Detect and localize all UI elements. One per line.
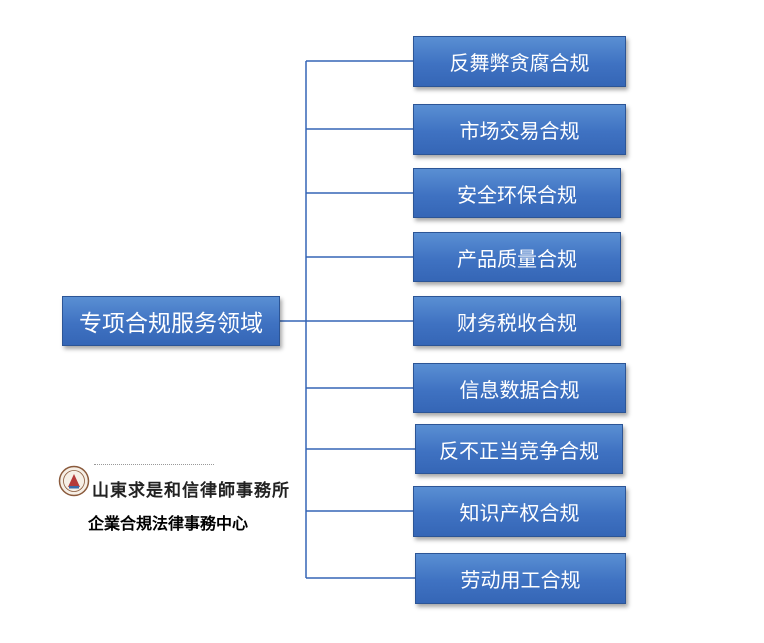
branch-information-data: 信息数据合规 — [413, 363, 626, 413]
emblem-icon — [58, 465, 90, 497]
branch-anti-unfair-competition: 反不正当竞争合规 — [415, 424, 623, 474]
root-node: 专项合规服务领域 — [62, 296, 280, 346]
branch-anti-fraud: 反舞弊贪腐合规 — [413, 36, 626, 87]
branch-safety-environment: 安全环保合规 — [413, 168, 621, 218]
branch-intellectual-property: 知识产权合规 — [413, 486, 626, 537]
branch-finance-tax: 财务税收合规 — [413, 296, 621, 346]
branch-product-quality: 产品质量合规 — [413, 232, 621, 282]
firm-logo: 山東求是和信律師事務所 — [58, 463, 290, 501]
center-subtitle: 企業合規法律事務中心 — [88, 514, 249, 533]
firm-name: 山東求是和信律師事務所 — [92, 481, 290, 501]
emblem-small-caption — [94, 464, 214, 468]
branch-market-trading: 市场交易合规 — [413, 104, 626, 155]
branch-labor-employment: 劳动用工合规 — [415, 553, 626, 604]
